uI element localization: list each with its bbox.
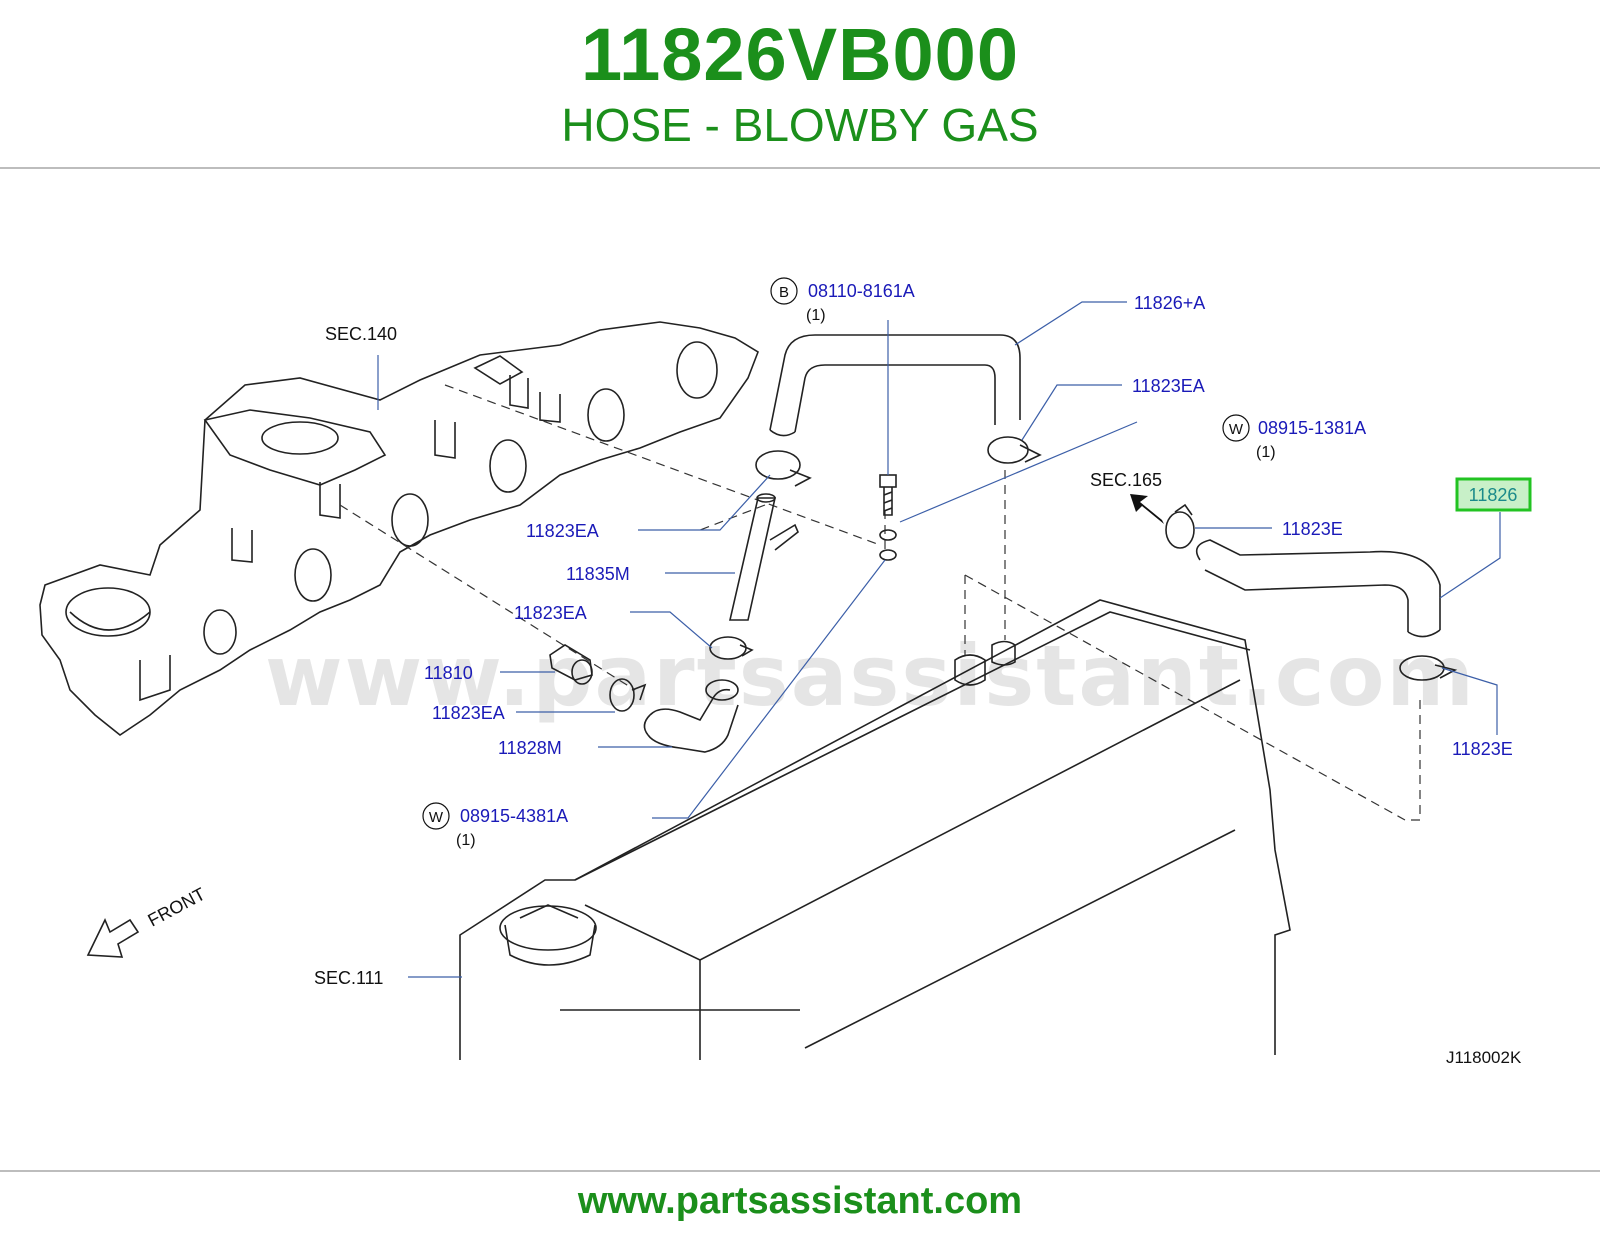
clamp-upper-right-label[interactable]: 11823EA	[1132, 376, 1205, 396]
clamp-upper-left-label[interactable]: 11823EA	[526, 521, 599, 541]
sec140-label: SEC.140	[325, 324, 397, 344]
washer-top-quantity: (1)	[1256, 444, 1276, 461]
bottom-divider	[0, 1170, 1600, 1172]
pipe-11835m	[728, 493, 799, 621]
watermark: www.partsassistant.com	[265, 627, 1476, 725]
sec111-label: SEC.111	[314, 968, 383, 988]
valve-11810	[549, 644, 593, 685]
front-label: FRONT	[144, 884, 208, 931]
part-name-subtitle: HOSE - BLOWBY GAS	[561, 99, 1039, 151]
washer-bottom-quantity: (1)	[456, 832, 476, 849]
clamp-upper-right	[987, 436, 1042, 464]
bolt-prefix: B	[779, 284, 789, 301]
washer-bottom-part-number[interactable]: 08915-4381A	[460, 806, 568, 826]
hose-lower	[643, 679, 739, 753]
bolt-prefix-circle	[770, 277, 798, 305]
sec165-arrow-icon	[1130, 494, 1164, 524]
clamp-lower	[609, 678, 647, 712]
alignment-lines	[339, 384, 1421, 821]
clamp-sec165	[1165, 503, 1195, 549]
washer-bottom-prefix-circle	[422, 802, 450, 830]
sec165-label: SEC.165	[1090, 470, 1162, 490]
front-arrow-icon	[86, 918, 140, 958]
rocker-cover	[459, 599, 1291, 1060]
valve-label[interactable]: 11810	[424, 663, 473, 683]
washer-bottom-prefix: W	[429, 809, 444, 826]
bolt-quantity: (1)	[806, 307, 826, 324]
header: 11826VB000 HOSE - BLOWBY GAS	[0, 0, 1600, 168]
clamp-sec165-label[interactable]: 11823E	[1282, 519, 1343, 539]
footer-url-link[interactable]: www.partsassistant.com	[577, 1180, 1023, 1222]
clamp-upper-left	[755, 450, 812, 487]
bolt	[879, 474, 897, 516]
clamp-lower-label[interactable]: 11823EA	[432, 703, 505, 723]
highlighted-part-box[interactable]	[1455, 477, 1532, 512]
clamp-right-lower-label[interactable]: 11823E	[1452, 739, 1513, 759]
highlighted-part-label[interactable]: 11826	[1469, 485, 1518, 505]
diagram-code: J118002K	[1446, 1048, 1522, 1067]
washer-top-prefix: W	[1229, 421, 1244, 438]
pipe-label[interactable]: 11835M	[566, 564, 630, 584]
bolt-part-number[interactable]: 08110-8161A	[808, 281, 915, 301]
clamp-mid-label[interactable]: 11823EA	[514, 603, 587, 623]
clamp-mid	[709, 636, 754, 660]
washer-top-part-number[interactable]: 08915-1381A	[1258, 418, 1366, 438]
leader-lines	[377, 301, 1501, 978]
hose-upper	[769, 334, 1021, 437]
part-number-title: 11826VB000	[581, 13, 1019, 96]
hose-upper-label[interactable]: 11826+A	[1134, 293, 1205, 313]
hose-lower-label[interactable]: 11828M	[498, 738, 562, 758]
washers	[879, 529, 897, 561]
hose-11826	[1195, 539, 1441, 638]
intake-manifold	[39, 321, 759, 736]
top-divider	[0, 167, 1600, 169]
washer-top-prefix-circle	[1222, 414, 1250, 442]
